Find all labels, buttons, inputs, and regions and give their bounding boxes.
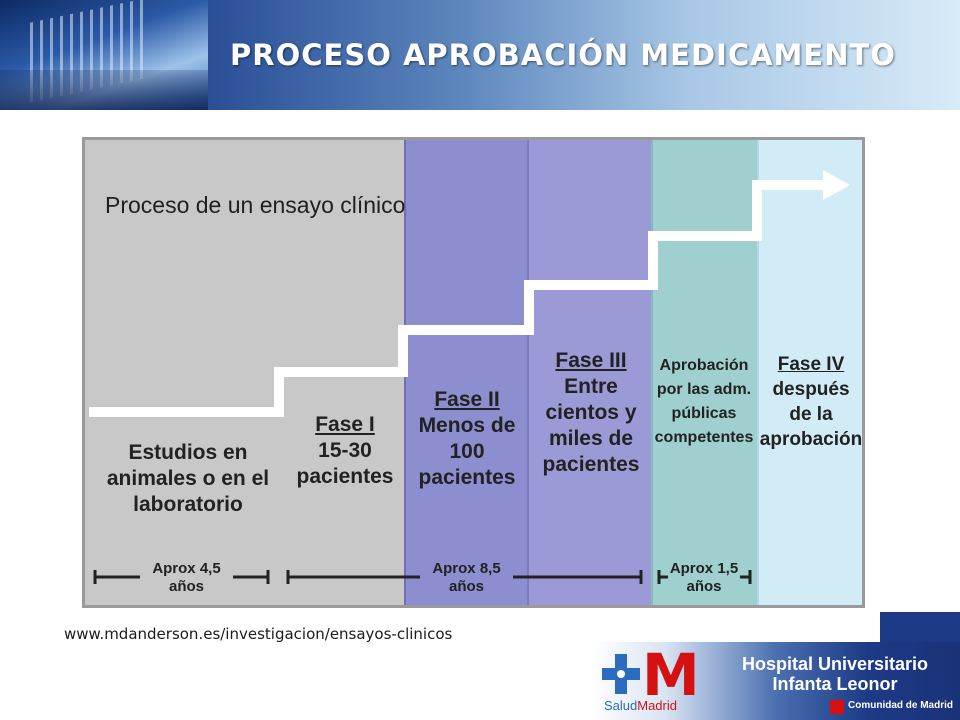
phase-lab-line: animales o en el [106, 467, 270, 490]
duration-approval-line2: años [686, 578, 722, 595]
phase-2-line: Menos de [418, 414, 516, 437]
phase-2-line: 100 [449, 440, 485, 463]
comunidad-madrid-flag-icon [830, 700, 844, 714]
phase-3: Fase III Entre cientos y miles de pacien… [535, 348, 647, 478]
phase-1: Fase I 15-30 pacientes [290, 412, 400, 490]
hospital-name: Hospital Universitario Infanta Leonor [735, 654, 935, 694]
phase-4-line: aprobación [759, 429, 863, 450]
phase-lab-line: Estudios en [128, 441, 248, 464]
phase-approval-line: competentes [654, 429, 754, 446]
phase-3-line: Entre [564, 375, 618, 398]
band-approval [651, 140, 759, 605]
salud-text: Salud [604, 698, 638, 713]
duration-lab: Aprox 4,5 años [140, 560, 233, 596]
phase-4-heading: Fase IV [777, 354, 845, 375]
madrid-text: Madrid [637, 698, 677, 713]
salud-madrid-label: SaludMadrid [604, 698, 677, 713]
progress-staircase-arrow [89, 170, 850, 417]
phase-3-line: miles de [548, 427, 634, 450]
source-url: www.mdanderson.es/investigacion/ensayos-… [64, 625, 453, 643]
band-phase-4 [757, 140, 862, 605]
duration-approval-line1: Aprox 1,5 [669, 560, 739, 577]
duration-lines [93, 570, 752, 584]
duration-lab-line2: años [168, 578, 204, 595]
phase-4: Fase IV después de la aprobación [757, 352, 863, 452]
phase-lab-line: laboratorio [133, 493, 243, 516]
hospital-building-photo [0, 0, 208, 110]
comunidad-madrid-label: Comunidad de Madrid [848, 700, 953, 711]
phase-approval-line: públicas [671, 405, 737, 422]
band-lab [85, 140, 285, 605]
phase-4-line: de la [789, 404, 833, 425]
phase-3-heading: Fase III [555, 349, 627, 372]
phase-2-heading: Fase II [434, 388, 500, 411]
phase-approval-line: Aprobación [659, 357, 749, 374]
clinical-trial-diagram: Proceso de un ensayo clínico Estudios en… [82, 137, 865, 608]
duration-approval: Aprox 1,5 años [668, 560, 740, 596]
madrid-m-logo: M [642, 641, 700, 709]
salud-cross-icon [602, 654, 640, 694]
phase-2: Fase II Menos de 100 pacientes [411, 387, 523, 491]
phase-1-heading: Fase I [315, 413, 375, 436]
duration-lab-line1: Aprox 4,5 [152, 560, 221, 577]
phase-approval-line: por las adm. [656, 381, 752, 398]
phase-2-line: pacientes [418, 466, 516, 489]
phase-3-line: pacientes [542, 453, 640, 476]
slide-title: PROCESO APROBACIÓN MEDICAMENTO [230, 38, 896, 72]
hospital-name-line2: Infanta Leonor [772, 674, 898, 694]
band-phase-3 [527, 140, 653, 605]
diagram-title: Proceso de un ensayo clínico [105, 192, 406, 218]
phase-3-line: cientos y [545, 401, 637, 424]
band-phase-2 [404, 140, 529, 605]
footer-accent-band [880, 612, 960, 642]
duration-trials: Aprox 8,5 años [420, 560, 513, 596]
phase-approval: Aprobación por las adm. públicas compete… [651, 354, 757, 450]
header-banner: PROCESO APROBACIÓN MEDICAMENTO [0, 0, 960, 110]
hospital-name-line1: Hospital Universitario [741, 654, 929, 674]
phase-1-line: 15-30 [318, 439, 372, 462]
arrow-head [823, 170, 850, 200]
footer-logos: M SaludMadrid Hospital Universitario Inf… [592, 642, 960, 720]
phase-lab: Estudios en animales o en el laboratorio [103, 440, 273, 518]
phase-4-line: después [772, 379, 850, 400]
duration-trials-line2: años [448, 578, 484, 595]
duration-trials-line1: Aprox 8,5 [432, 560, 501, 577]
phase-1-line: pacientes [296, 465, 394, 488]
